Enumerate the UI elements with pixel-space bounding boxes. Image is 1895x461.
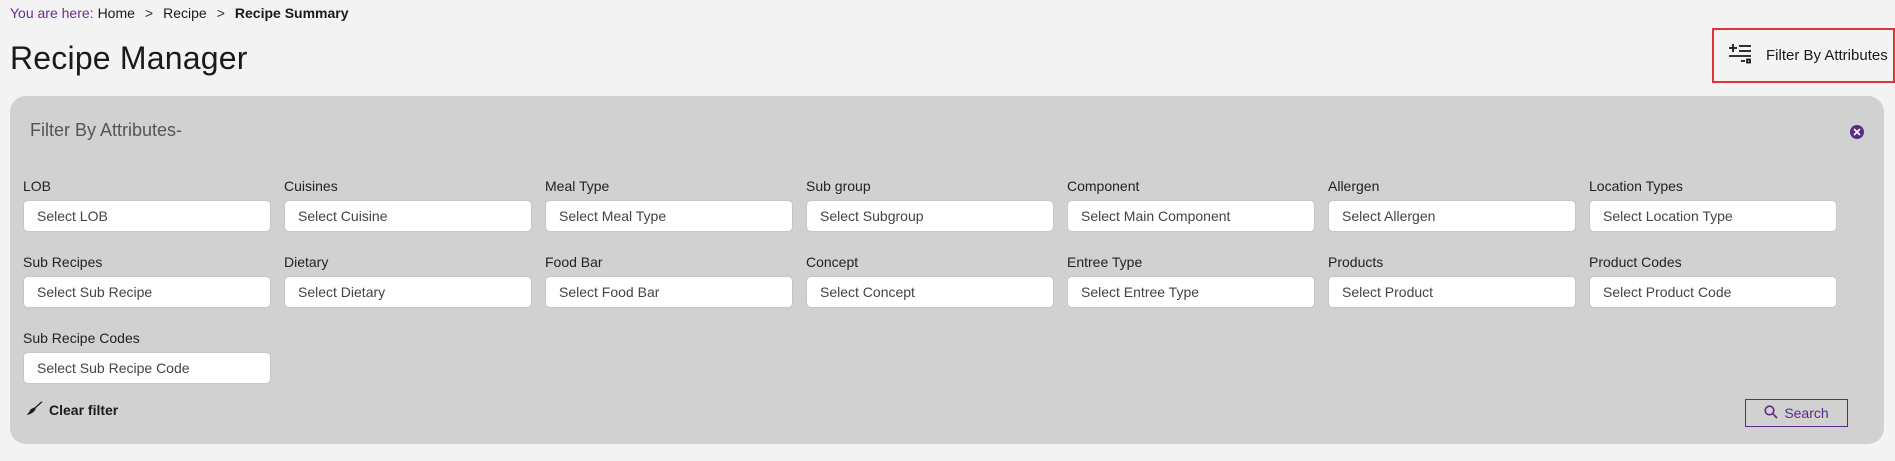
filter-field-sub-recipe-codes: Sub Recipe Codes Select Sub Recipe Code	[23, 330, 271, 384]
field-label: Products	[1328, 254, 1384, 270]
field-label: Product Codes	[1589, 254, 1682, 270]
filter-field-allergen: Allergen Select Allergen	[1328, 178, 1576, 232]
filter-field-location-types: Location Types Select Location Type	[1589, 178, 1837, 232]
breadcrumb-prefix: You are here:	[10, 5, 94, 21]
filter-field-dietary: Dietary Select Dietary	[284, 254, 532, 308]
meal-type-select[interactable]: Select Meal Type	[545, 200, 793, 232]
filter-by-attributes-label: Filter By Attributes	[1766, 47, 1888, 64]
field-label: Sub Recipe Codes	[23, 330, 140, 346]
cuisine-select[interactable]: Select Cuisine	[284, 200, 532, 232]
filter-field-cuisines: Cuisines Select Cuisine	[284, 178, 532, 232]
filter-field-products: Products Select Product	[1328, 254, 1576, 308]
filter-field-entree-type: Entree Type Select Entree Type	[1067, 254, 1315, 308]
filter-field-food-bar: Food Bar Select Food Bar	[545, 254, 793, 308]
clear-filter-label: Clear filter	[49, 401, 119, 418]
field-label: Entree Type	[1067, 254, 1143, 270]
lob-select[interactable]: Select LOB	[23, 200, 271, 232]
search-icon	[1764, 404, 1778, 422]
close-icon[interactable]	[1850, 125, 1864, 139]
concept-select[interactable]: Select Concept	[806, 276, 1054, 308]
subgroup-select[interactable]: Select Subgroup	[806, 200, 1054, 232]
breadcrumb-separator: >	[144, 5, 154, 21]
field-label: Concept	[806, 254, 859, 270]
sub-recipe-code-select[interactable]: Select Sub Recipe Code	[23, 352, 271, 384]
location-type-select[interactable]: Select Location Type	[1589, 200, 1837, 232]
breadcrumb-separator: >	[216, 5, 225, 21]
filter-panel: Filter By Attributes- LOB Select LOB Cui…	[10, 96, 1884, 444]
filter-field-lob: LOB Select LOB	[23, 178, 271, 232]
field-label: Meal Type	[545, 178, 610, 194]
search-button[interactable]: Search	[1745, 399, 1848, 427]
breadcrumb-recipe[interactable]: Recipe	[163, 5, 207, 21]
filter-field-component: Component Select Main Component	[1067, 178, 1315, 232]
filter-by-attributes-button[interactable]: Filter By Attributes	[1712, 28, 1895, 83]
product-select[interactable]: Select Product	[1328, 276, 1576, 308]
entree-type-select[interactable]: Select Entree Type	[1067, 276, 1315, 308]
field-label: Allergen	[1328, 178, 1380, 194]
sub-recipe-select[interactable]: Select Sub Recipe	[23, 276, 271, 308]
breadcrumb-current: Recipe Summary	[234, 5, 349, 21]
breadcrumb-home[interactable]: Home	[97, 5, 135, 21]
broom-icon	[25, 400, 43, 419]
filter-fields-grid: LOB Select LOB Cuisines Select Cuisine M…	[23, 178, 1837, 384]
field-label: Cuisines	[284, 178, 338, 194]
filter-panel-title: Filter By Attributes-	[30, 120, 183, 140]
filter-field-meal-type: Meal Type Select Meal Type	[545, 178, 793, 232]
filter-add-icon	[1728, 43, 1752, 69]
allergen-select[interactable]: Select Allergen	[1328, 200, 1576, 232]
field-label: Component	[1067, 178, 1140, 194]
filter-field-sub-recipes: Sub Recipes Select Sub Recipe	[23, 254, 271, 308]
filter-field-concept: Concept Select Concept	[806, 254, 1054, 308]
field-label: Dietary	[284, 254, 329, 270]
food-bar-select[interactable]: Select Food Bar	[545, 276, 793, 308]
product-code-select[interactable]: Select Product Code	[1589, 276, 1837, 308]
search-label: Search	[1784, 405, 1829, 421]
component-select[interactable]: Select Main Component	[1067, 200, 1315, 232]
page-title: Recipe Manager	[10, 40, 248, 76]
field-label: Sub group	[806, 178, 871, 194]
field-label: Food Bar	[545, 254, 603, 270]
filter-field-product-codes: Product Codes Select Product Code	[1589, 254, 1837, 308]
field-label: Sub Recipes	[23, 254, 103, 270]
field-label: LOB	[23, 178, 52, 194]
clear-filter-button[interactable]: Clear filter	[25, 400, 118, 419]
field-label: Location Types	[1589, 178, 1683, 194]
filter-field-sub-group: Sub group Select Subgroup	[806, 178, 1054, 232]
breadcrumb: You are here: Home > Recipe > Recipe Sum…	[10, 5, 349, 21]
dietary-select[interactable]: Select Dietary	[284, 276, 532, 308]
